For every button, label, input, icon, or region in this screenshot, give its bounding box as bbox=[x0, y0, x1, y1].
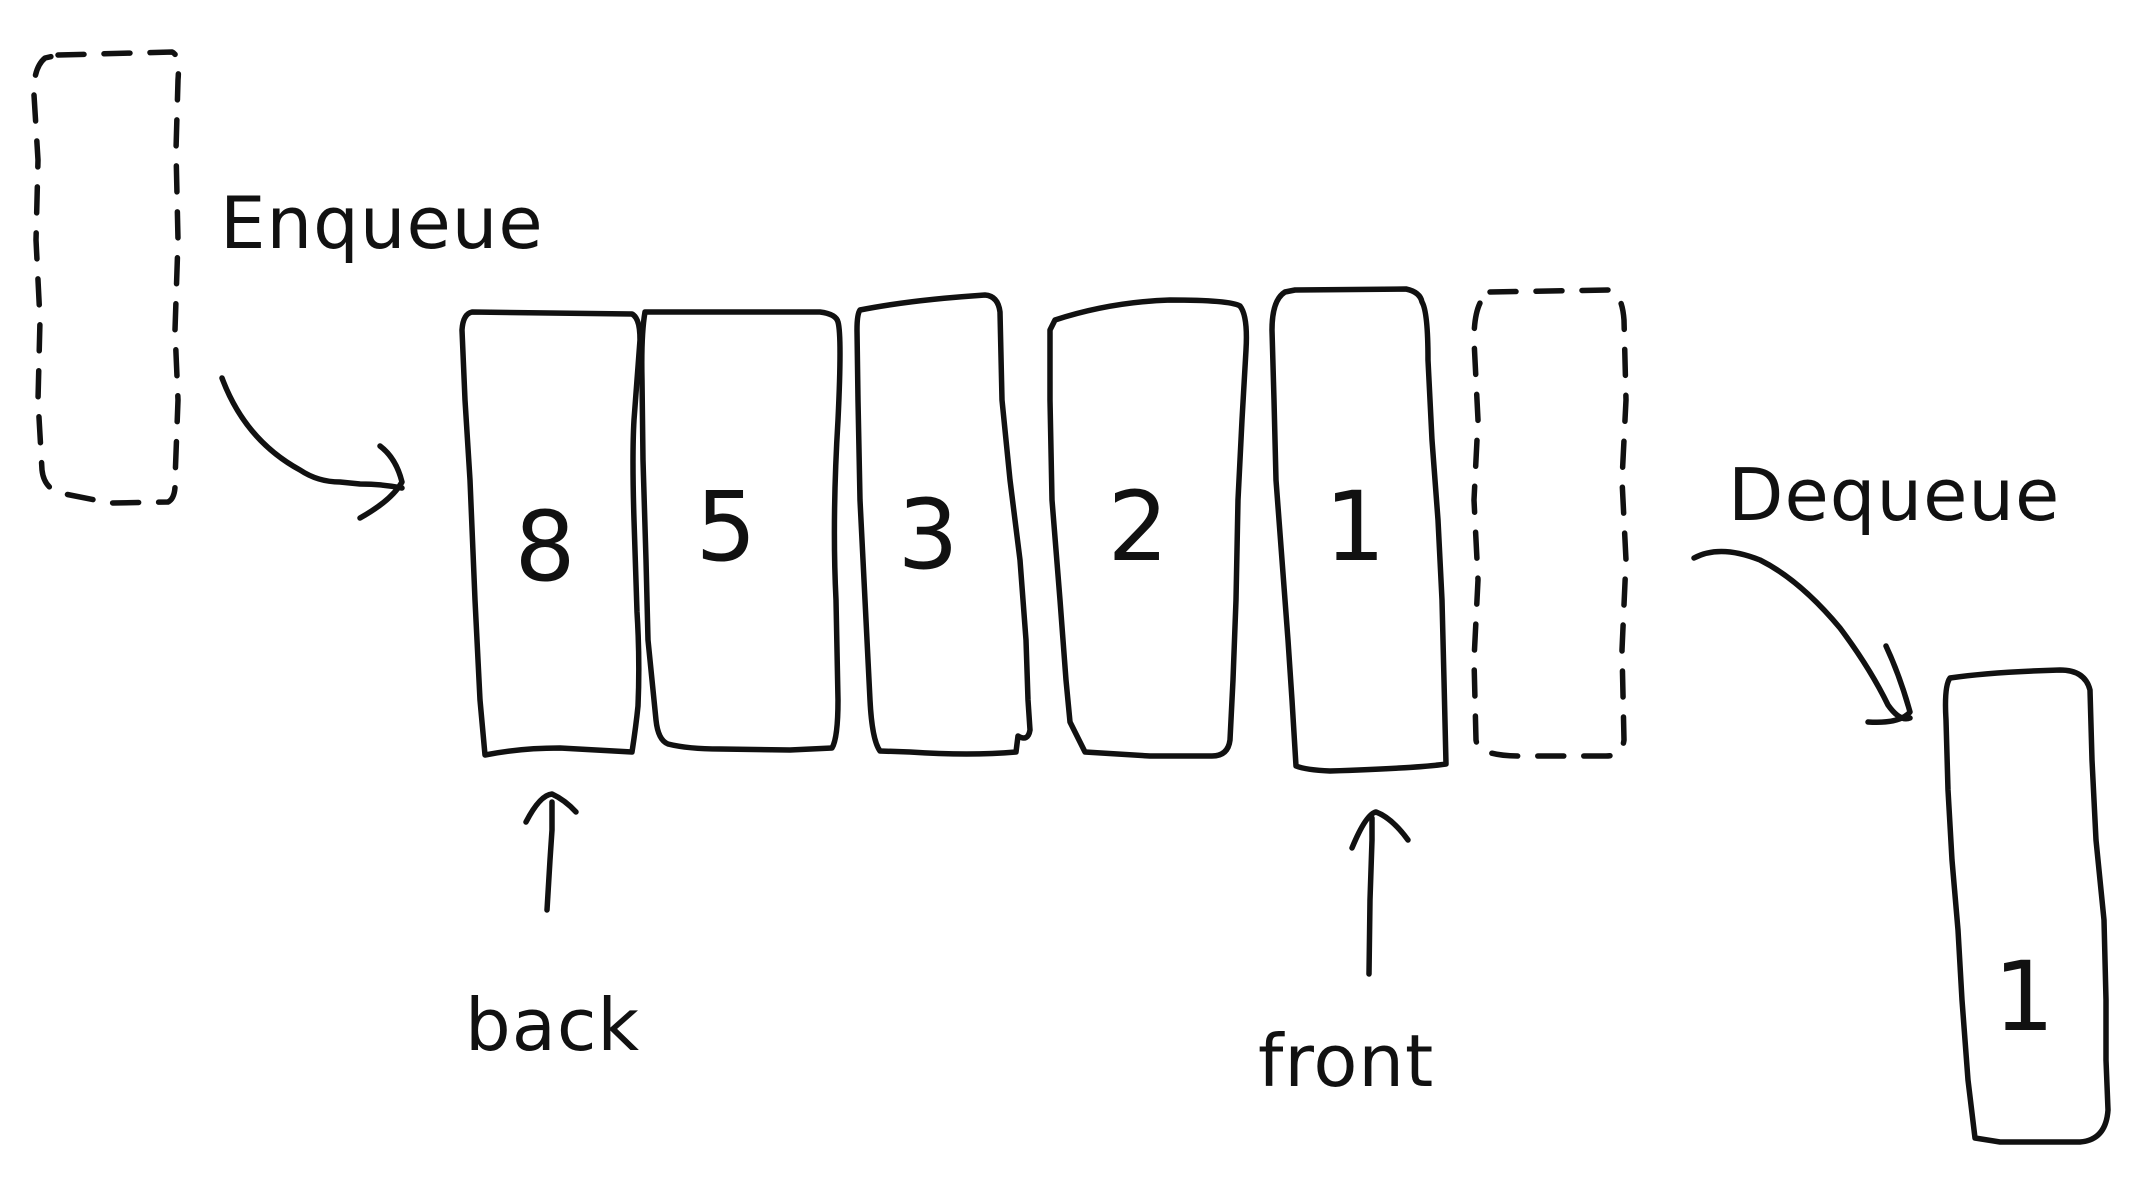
front-arrowhead bbox=[1349, 809, 1411, 851]
queue-box-1 bbox=[459, 309, 643, 758]
dequeue-empty-slot bbox=[1471, 287, 1629, 759]
queue-box-4 bbox=[1047, 297, 1250, 759]
dequeued-item: 1 bbox=[1993, 941, 2054, 1053]
queue-box-3 bbox=[854, 292, 1033, 757]
dequeue-arrow bbox=[1691, 548, 1913, 722]
dequeue-label: Dequeue bbox=[1728, 453, 2060, 537]
enqueue-arrowhead bbox=[357, 443, 405, 521]
enqueue-arrow bbox=[219, 375, 405, 491]
queue-box-5 bbox=[1269, 286, 1449, 774]
queue-box-2 bbox=[639, 309, 843, 753]
back-arrowhead bbox=[523, 791, 579, 825]
enqueue-label: Enqueue bbox=[220, 181, 544, 265]
front-arrow bbox=[1366, 815, 1375, 977]
dequeue-arrowhead bbox=[1865, 643, 1913, 726]
queue-item-1: 8 bbox=[514, 491, 575, 603]
queue-item-3: 3 bbox=[897, 479, 958, 591]
dequeued-box bbox=[1942, 667, 2111, 1145]
front-label: front bbox=[1258, 1019, 1434, 1103]
queue-item-4: 2 bbox=[1107, 471, 1168, 583]
enqueue-slot bbox=[31, 49, 182, 506]
queue-item-5: 1 bbox=[1324, 471, 1385, 583]
queue-item-2: 5 bbox=[695, 471, 756, 583]
back-arrow bbox=[544, 799, 555, 913]
back-label: back bbox=[465, 983, 640, 1067]
